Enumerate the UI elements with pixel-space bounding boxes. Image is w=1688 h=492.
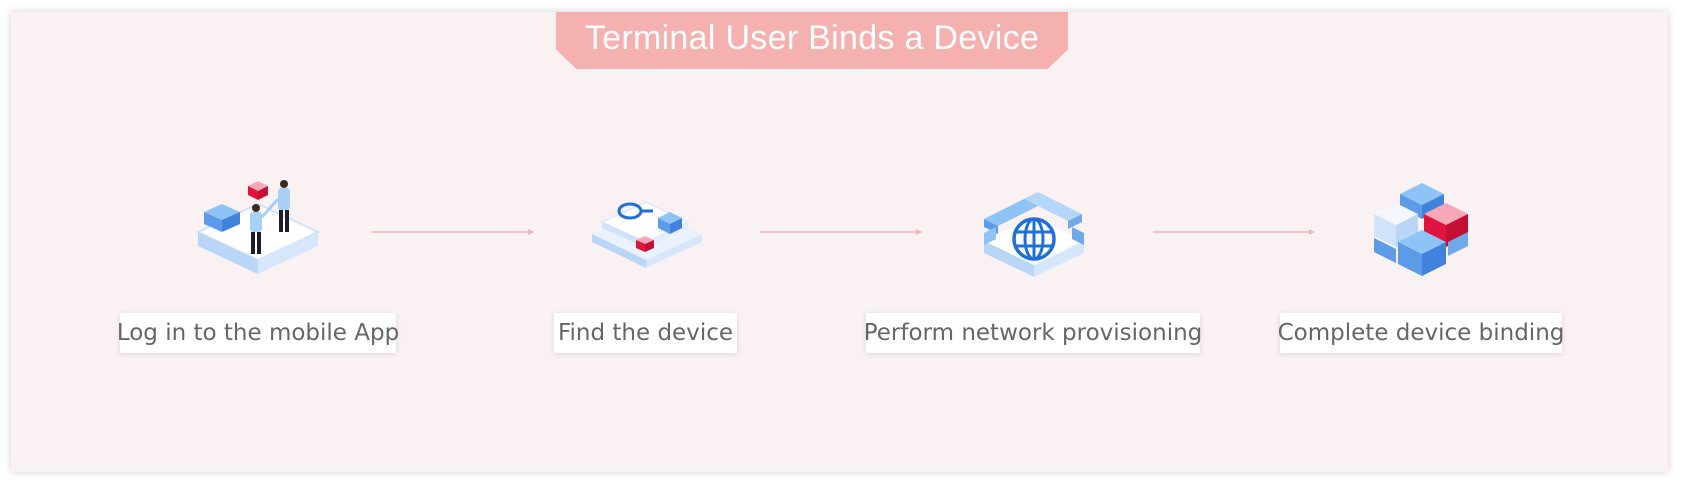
step-label-binding: Complete device binding (1277, 313, 1565, 353)
people-handshake-icon (195, 180, 321, 274)
step-label-text: Complete device binding (1277, 320, 1565, 346)
title-banner: Terminal User Binds a Device (556, 12, 1068, 69)
step-label-text: Perform network provisioning (863, 320, 1203, 346)
flow-arrow-1 (372, 229, 534, 235)
flow-arrow-3 (1153, 229, 1315, 235)
step-label-network-provisioning: Perform network provisioning (863, 313, 1203, 353)
globe-network-icon (984, 192, 1084, 277)
diagram-title: Terminal User Binds a Device (584, 19, 1040, 57)
step-label-find-device: Find the device (554, 313, 737, 353)
stacked-blocks-icon (1374, 183, 1468, 276)
step-label-text: Find the device (557, 320, 734, 346)
step-label-login: Log in to the mobile App (116, 313, 400, 353)
step-label-text: Log in to the mobile App (116, 320, 400, 346)
flow-arrow-2 (760, 229, 922, 235)
search-device-icon (592, 201, 702, 268)
